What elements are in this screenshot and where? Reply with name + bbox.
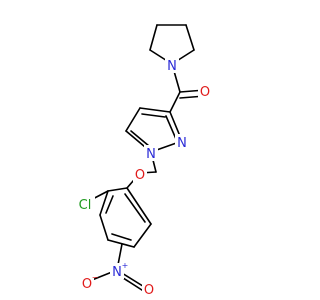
nitro-oxygen-minus-label: O	[82, 277, 92, 292]
bond-pyrazole	[139, 107, 171, 113]
chlorine-label: Cl	[79, 198, 92, 213]
carbonyl-oxygen-label: O	[200, 85, 210, 100]
label-mask	[142, 281, 156, 297]
bond-pyrazole-double	[165, 115, 177, 140]
bond-benzene	[126, 187, 152, 225]
bond-pyrazole-double	[141, 113, 166, 118]
nitro-oxygen-label: O	[144, 283, 154, 298]
bond-pyrazole	[125, 107, 141, 132]
bond-benzene	[107, 239, 135, 248]
bond-pyrazole-double	[130, 130, 150, 147]
pyrazole-n2-label: N	[177, 136, 187, 151]
pyrazole-n1-label: N	[146, 147, 156, 162]
molecule-structure-diagram: N O N N O Cl N + O − O	[75, 24, 212, 298]
bond-benzene	[107, 187, 128, 192]
bond-benzene	[99, 190, 109, 216]
label-mask	[165, 57, 179, 73]
label-mask	[75, 196, 95, 212]
bond-benzene-double	[111, 233, 132, 241]
bond-pyrrolidine	[149, 24, 158, 51]
label-mask	[110, 263, 124, 279]
nitro-nitrogen-charge: +	[122, 261, 129, 270]
label-mask	[144, 145, 158, 161]
atom-labels-group: N O N N O Cl N + O − O	[75, 57, 212, 298]
label-mask	[80, 275, 94, 291]
bond-nitro-o-double	[119, 275, 146, 293]
bond-benzene-double	[105, 195, 114, 214]
ether-oxygen-label: O	[135, 168, 145, 183]
nitro-nitrogen-label: N	[112, 265, 122, 280]
bond-carbonyl-pyrazole	[169, 91, 181, 113]
bond-benzene	[133, 223, 152, 248]
bond-benzene-double	[124, 193, 146, 223]
label-mask	[133, 166, 147, 182]
label-mask	[198, 83, 212, 99]
pyrrolidine-nitrogen-label: N	[167, 59, 177, 74]
bond-pyrrolidine	[185, 24, 195, 51]
nitro-oxygen-charge: −	[92, 273, 99, 282]
label-mask	[175, 134, 189, 150]
bond-benzene	[99, 214, 109, 241]
